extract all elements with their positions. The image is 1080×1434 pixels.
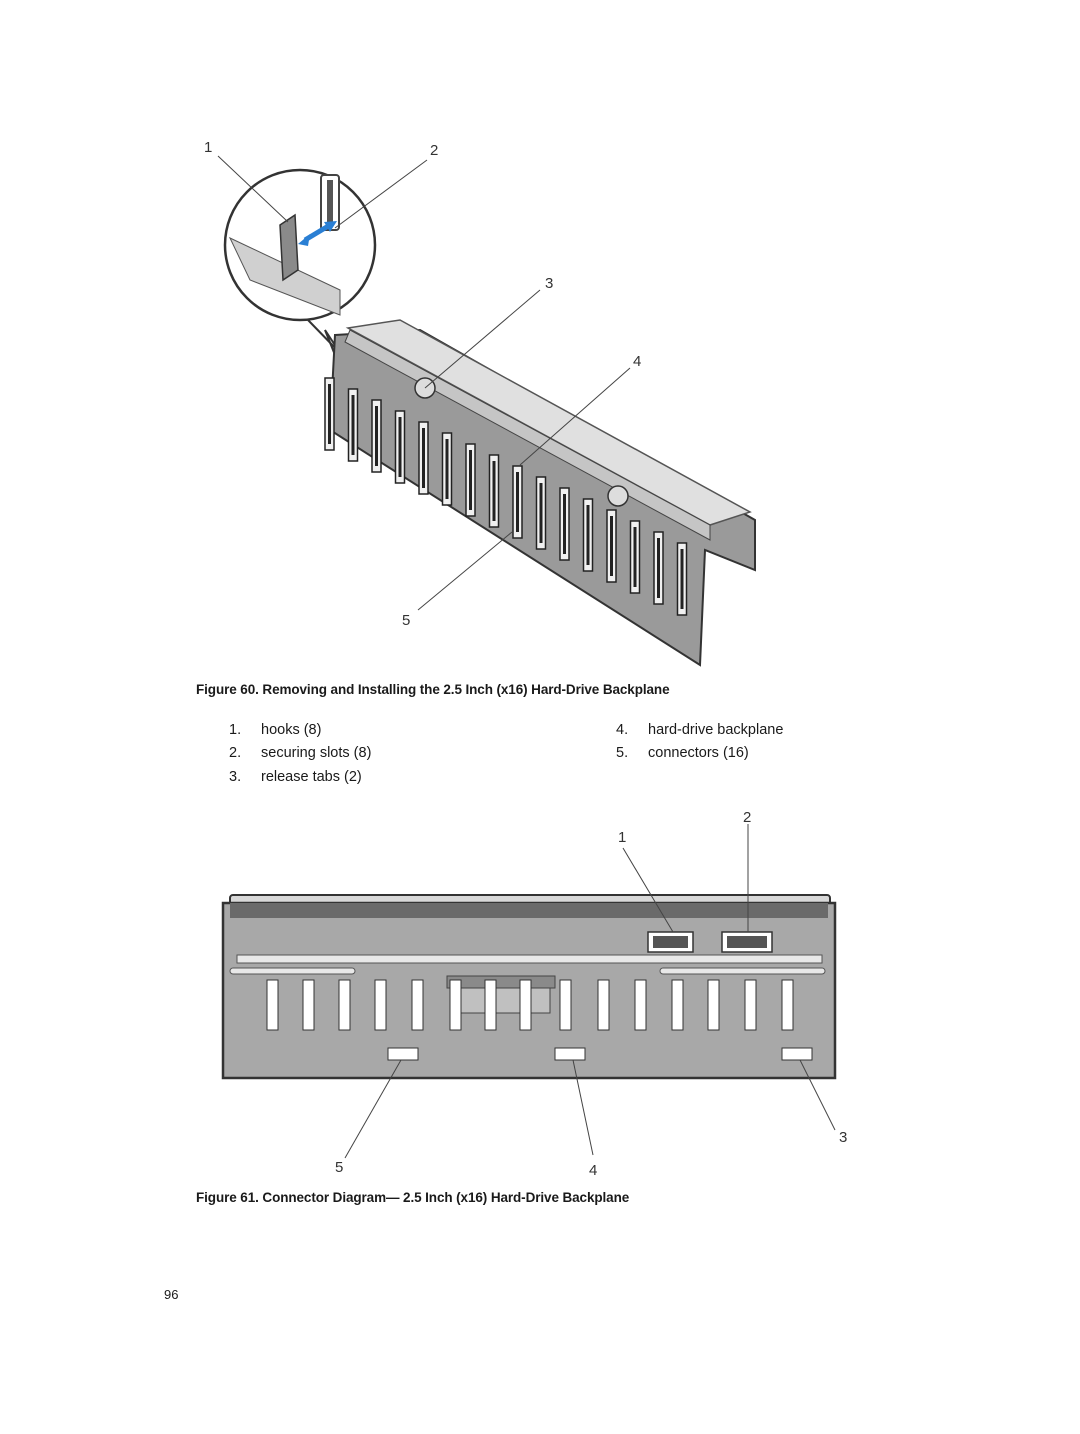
hard-drive-backplane	[324, 319, 756, 667]
drive-slot	[597, 979, 610, 1031]
drive-slot	[634, 979, 647, 1031]
drive-slot	[559, 979, 572, 1031]
figure-60-illustration: 1 2 3 4 5	[204, 139, 756, 667]
legend-item: 2. securing slots (8)	[229, 745, 372, 761]
drive-slot	[266, 979, 279, 1031]
figure-61-caption: Figure 61. Connector Diagram— 2.5 Inch (…	[196, 1190, 630, 1205]
connector-pin-row	[375, 406, 378, 466]
figure-61-illustration: 1 2 3 4 5	[221, 809, 847, 1179]
backplane-board	[221, 894, 837, 1080]
drive-slot	[671, 979, 684, 1031]
connector-pin-row	[633, 527, 637, 587]
connector-pin-row	[657, 538, 660, 598]
connector-pin-row	[422, 428, 425, 488]
legend-item: 3. release tabs (2)	[229, 769, 362, 785]
callout-1: 1	[204, 139, 212, 156]
detail-magnifier	[223, 168, 377, 369]
callout-5: 5	[335, 1159, 343, 1176]
legend-item: 1. hooks (8)	[229, 722, 322, 738]
connector-pin-row	[492, 461, 496, 521]
drive-slot	[484, 979, 497, 1031]
connector-pin-row	[328, 384, 331, 444]
connector-pin-row	[445, 439, 449, 499]
connector-pin-row	[351, 395, 355, 455]
leader-lines	[217, 155, 631, 611]
header-connector	[387, 1047, 419, 1061]
drive-slot	[411, 979, 424, 1031]
drive-slot	[302, 979, 315, 1031]
header-connector	[554, 1047, 586, 1061]
callout-4: 4	[589, 1162, 597, 1179]
callout-2: 2	[430, 142, 438, 159]
drive-slot	[707, 979, 720, 1031]
connector-pin-row	[398, 417, 402, 477]
callout-4: 4	[633, 353, 641, 370]
callout-5: 5	[402, 612, 410, 629]
connector-pin-row	[680, 549, 684, 609]
connectors	[324, 377, 688, 616]
legend-item: 5. connectors (16)	[616, 745, 749, 761]
connector-pin-row	[563, 494, 566, 554]
figure-60-caption: Figure 60. Removing and Installing the 2…	[196, 682, 670, 697]
callout-3: 3	[839, 1129, 847, 1146]
drive-slot	[338, 979, 351, 1031]
callout-2: 2	[743, 809, 751, 826]
connector-pin-row	[516, 472, 519, 532]
drive-slot	[374, 979, 387, 1031]
connector-pin-row	[610, 516, 613, 576]
drive-slot	[519, 979, 532, 1031]
power-connector	[451, 987, 551, 1014]
hook-detail	[279, 213, 299, 282]
drive-slots	[266, 979, 794, 1031]
drive-slot	[781, 979, 794, 1031]
callout-3: 3	[545, 275, 553, 292]
page-number: 96	[164, 1287, 179, 1302]
legend-item: 4. hard-drive backplane	[616, 722, 784, 738]
connector-pin-row	[469, 450, 472, 510]
drive-slot	[449, 979, 462, 1031]
connector-pin-row	[586, 505, 590, 565]
leader-lines	[344, 824, 836, 1159]
drive-slot	[744, 979, 757, 1031]
release-tab	[607, 485, 629, 507]
connector-pin-row	[539, 483, 543, 543]
callout-1: 1	[618, 829, 626, 846]
header-connector	[781, 1047, 813, 1061]
